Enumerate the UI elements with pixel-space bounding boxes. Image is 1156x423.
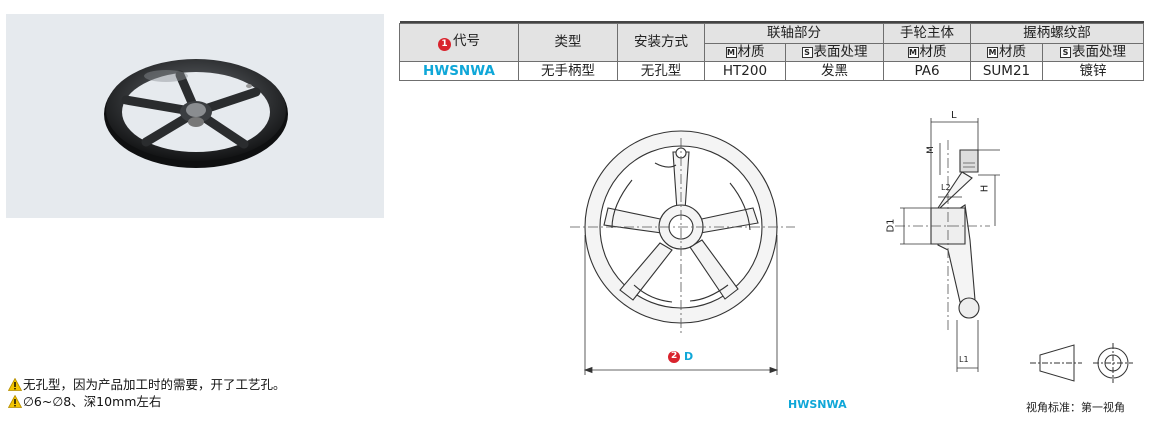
header-wheel-body: 手轮主体	[883, 23, 971, 44]
cell-shaft-surface: 发黑	[785, 61, 884, 81]
cell-code: HWSNWA	[399, 61, 519, 81]
header-shaft-part: 联轴部分	[704, 23, 884, 44]
handwheel-photo-image	[104, 59, 288, 168]
dim-L2-label: L2	[941, 183, 951, 192]
note-1: 无孔型，因为产品加工时的需要，开了工艺孔。	[8, 376, 286, 393]
warning-icon	[8, 378, 22, 391]
dim-D-label: D	[684, 350, 694, 363]
projection-symbol	[1030, 343, 1133, 383]
header-type: 类型	[518, 23, 618, 62]
note-2: ∅6~∅8、深10mm左右	[8, 393, 286, 410]
cell-mount: 无孔型	[617, 61, 705, 81]
badge-2	[668, 351, 680, 363]
note-1-text: 无孔型，因为产品加工时的需要，开了工艺孔。	[23, 377, 286, 392]
cell-shaft-material: HT200	[704, 61, 786, 81]
drawing-caption: HWSNWA	[788, 398, 847, 411]
dim-L-label: L	[951, 110, 957, 121]
dim-D1-label: D1	[885, 218, 897, 233]
dim-H-label: H	[979, 184, 991, 193]
view-standard-label: 视角标准：第一视角	[1026, 401, 1125, 414]
table-row: HWSNWA 无手柄型 无孔型 HT200 发黑 PA6 SUM21 镀锌	[399, 61, 1144, 81]
cell-grip-surface: 镀锌	[1042, 61, 1144, 81]
side-view	[930, 149, 980, 319]
cell-body-material: PA6	[883, 61, 971, 81]
badge-1: 1	[438, 38, 451, 51]
dim-D-badge-text: 2	[671, 351, 678, 361]
product-photo	[6, 14, 384, 218]
dim-L1-label: L1	[959, 355, 969, 364]
dim-M-label: M	[925, 146, 936, 154]
warning-icon	[8, 395, 22, 408]
cell-type: 无手柄型	[518, 61, 618, 81]
cell-grip-material: SUM21	[970, 61, 1043, 81]
header-grip-part: 握柄螺纹部	[970, 23, 1144, 44]
notes: 无孔型，因为产品加工时的需要，开了工艺孔。 ∅6~∅8、深10mm左右	[8, 376, 286, 410]
header-mount: 安装方式	[617, 23, 705, 62]
note-2-text: ∅6~∅8、深10mm左右	[23, 394, 162, 409]
